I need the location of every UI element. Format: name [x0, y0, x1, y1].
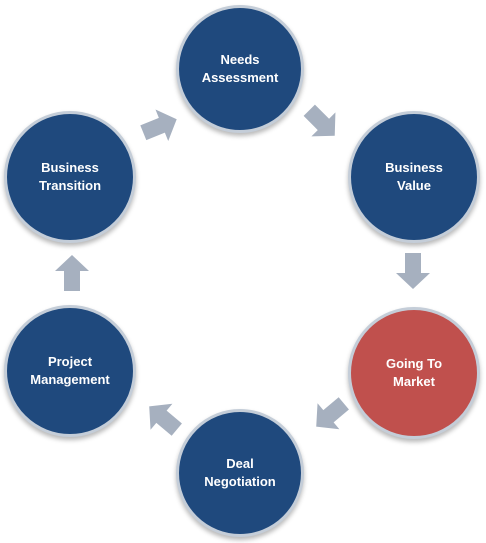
block-arrow-icon — [149, 403, 182, 436]
node-business-transition: Business Transition — [4, 111, 136, 243]
block-arrow-icon — [140, 109, 177, 142]
node-going-to-market: Going To Market — [348, 307, 480, 439]
node-label: Business Transition — [38, 160, 102, 193]
node-label: Project Management — [30, 354, 110, 387]
node-project-management: Project Management — [4, 305, 136, 437]
node-deal-negotiation: Deal Negotiation — [176, 409, 304, 537]
node-label: Needs Assessment — [201, 52, 279, 85]
node-label: Deal Negotiation — [204, 456, 276, 489]
block-arrow-icon — [396, 253, 430, 289]
block-arrow-icon — [316, 397, 349, 430]
node-needs-assessment: Needs Assessment — [176, 5, 304, 133]
node-label: Business Value — [385, 160, 443, 193]
node-label: Going To Market — [385, 356, 443, 389]
node-business-value: Business Value — [348, 111, 480, 243]
block-arrow-icon — [303, 104, 336, 137]
block-arrow-icon — [55, 255, 89, 291]
